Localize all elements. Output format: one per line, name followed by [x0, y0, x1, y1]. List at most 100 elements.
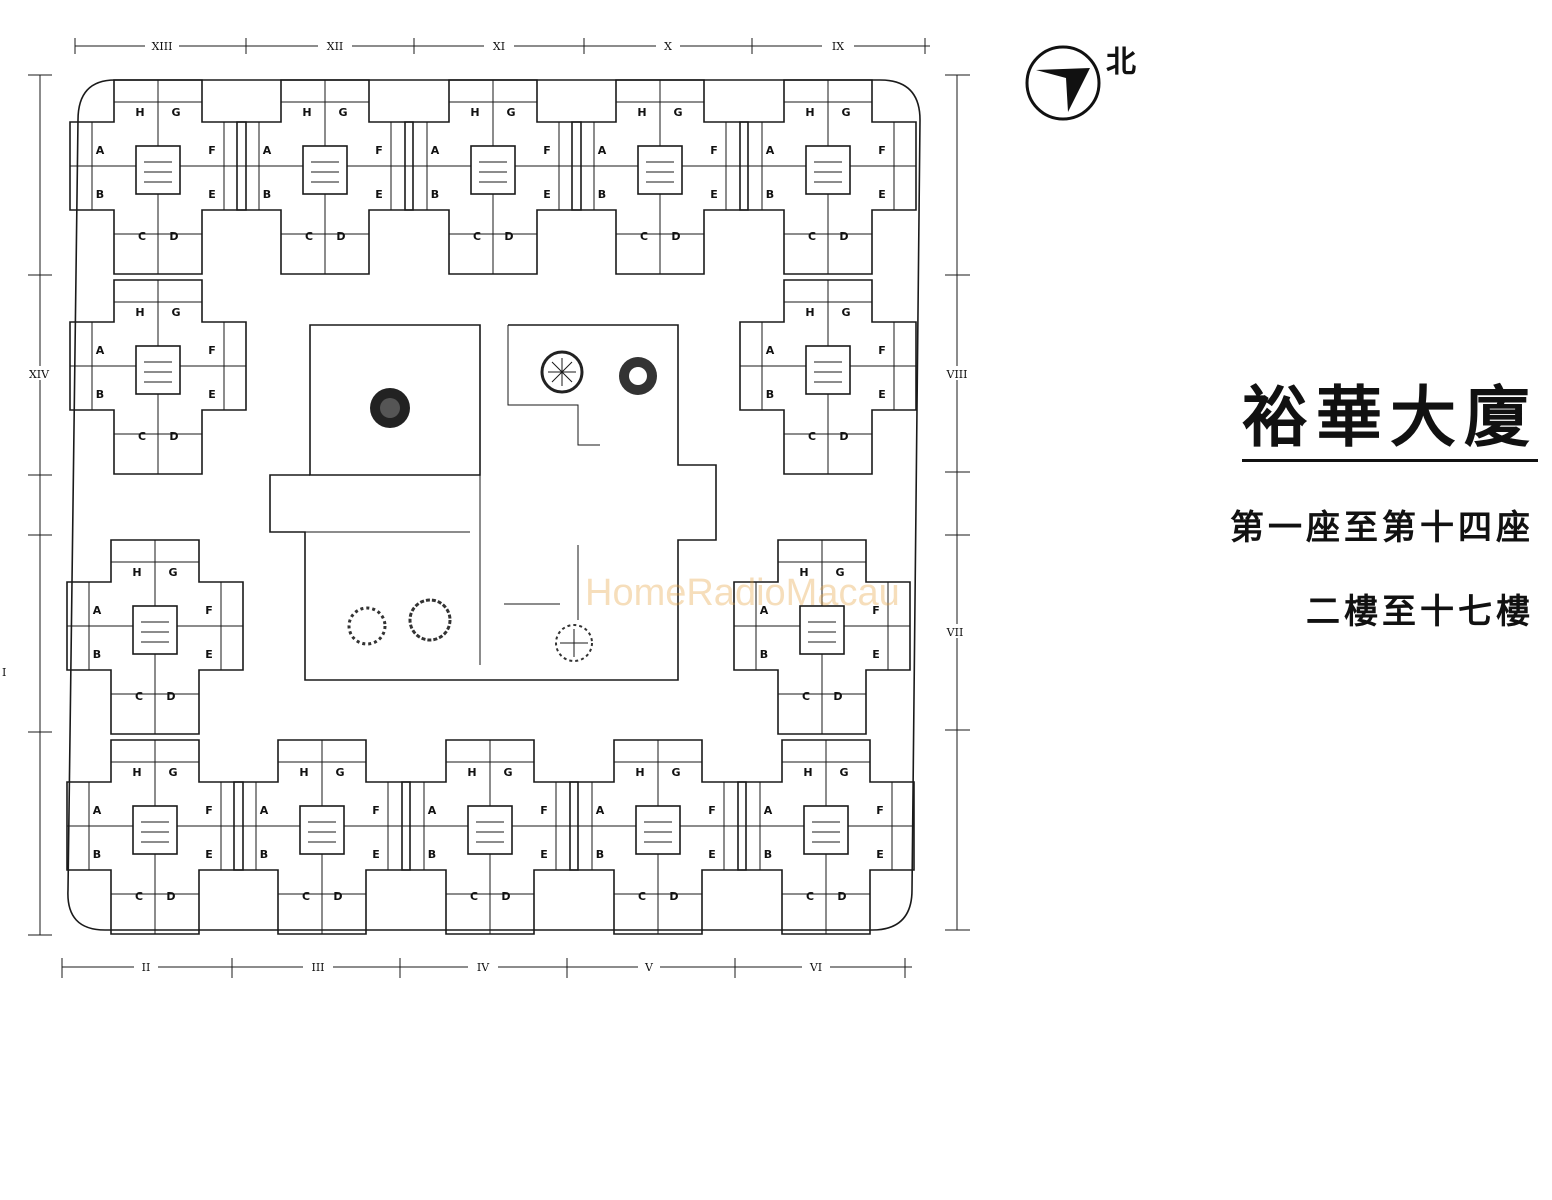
tree-icon — [347, 606, 387, 646]
unit-letter: F — [208, 344, 216, 357]
unit-letter: H — [637, 106, 646, 119]
unit-letter: B — [93, 648, 101, 661]
unit-letter: A — [93, 804, 102, 817]
unit-letter: H — [470, 106, 479, 119]
unit-letter: F — [878, 344, 886, 357]
unit-letter: F — [208, 144, 216, 157]
unit-letter: D — [166, 890, 175, 903]
unit-letter: C — [302, 890, 310, 903]
block-label-left: XIV — [29, 368, 50, 381]
unit-letter: A — [260, 804, 269, 817]
unit-letter: E — [372, 848, 380, 861]
unit-letter: B — [598, 188, 606, 201]
unit-letter: A — [766, 344, 775, 357]
edge-mark: I — [2, 666, 6, 679]
unit-letter: C — [135, 690, 143, 703]
unit-letter: B — [596, 848, 604, 861]
unit-letter: B — [760, 648, 768, 661]
tree-icon — [408, 598, 452, 642]
unit-letter: E — [208, 188, 216, 201]
block-label-right-0: VIII — [946, 368, 968, 381]
unit-letter: C — [808, 430, 816, 443]
unit-letter: B — [766, 188, 774, 201]
block-label-bottom-4: VI — [809, 961, 822, 974]
unit-letter: D — [833, 690, 842, 703]
unit-letter: G — [171, 306, 180, 319]
unit-letter: C — [470, 890, 478, 903]
unit-letter: H — [299, 766, 308, 779]
unit-letter: C — [135, 890, 143, 903]
unit-letter: B — [263, 188, 271, 201]
unit-letter: G — [338, 106, 347, 119]
north-arrow-icon: 北 — [1025, 45, 1136, 121]
unit-letter: D — [837, 890, 846, 903]
subtitle-floors: 二樓至十七樓 — [1306, 592, 1534, 632]
unit-letter: B — [428, 848, 436, 861]
page-title: 裕華大廈 — [1242, 378, 1538, 463]
unit-letter: H — [467, 766, 476, 779]
unit-letter: G — [168, 766, 177, 779]
block-label-bottom-2: IV — [477, 961, 490, 974]
dimension-line-bottom: II III IV V VI — [61, 958, 912, 978]
unit-letter: H — [635, 766, 644, 779]
unit-letter: G — [841, 106, 850, 119]
unit-letter: C — [305, 230, 313, 243]
unit-letter: C — [802, 690, 810, 703]
unit-letter: E — [708, 848, 716, 861]
unit-letter: H — [805, 306, 814, 319]
unit-letter: A — [596, 804, 605, 817]
unit-letter: F — [372, 804, 380, 817]
unit-letter: G — [503, 766, 512, 779]
unit-letter: C — [638, 890, 646, 903]
dimension-line-left: XIV I — [2, 74, 56, 936]
tree-icon — [370, 388, 410, 428]
unit-letter: A — [96, 344, 105, 357]
unit-letter: D — [839, 230, 848, 243]
unit-letter: D — [333, 890, 342, 903]
dimension-line-right: VIII VII — [940, 74, 974, 931]
unit-letter: F — [375, 144, 383, 157]
unit-letter: G — [841, 306, 850, 319]
unit-letter: D — [336, 230, 345, 243]
unit-letter: D — [669, 890, 678, 903]
unit-letter: E — [205, 648, 213, 661]
unit-letter: G — [335, 766, 344, 779]
unit-letter: E — [540, 848, 548, 861]
unit-letter: F — [540, 804, 548, 817]
block-label-top-3: X — [664, 40, 672, 53]
tree-icon — [540, 350, 584, 394]
unit-letter: B — [93, 848, 101, 861]
unit-letter: C — [138, 430, 146, 443]
unit-letter: G — [506, 106, 515, 119]
unit-letter: D — [166, 690, 175, 703]
unit-letter: B — [96, 188, 104, 201]
unit-letter: F — [872, 604, 880, 617]
unit-letter: G — [171, 106, 180, 119]
unit-letter: F — [205, 604, 213, 617]
unit-letter: G — [673, 106, 682, 119]
site-boundary — [67, 79, 921, 931]
north-label: 北 — [1106, 45, 1136, 80]
unit-letter: E — [710, 188, 718, 201]
unit-letter: D — [501, 890, 510, 903]
unit-letter: H — [135, 106, 144, 119]
subtitle-blocks: 第一座至第十四座 — [1230, 508, 1534, 548]
unit-letter: E — [876, 848, 884, 861]
unit-letter: H — [132, 766, 141, 779]
unit-letter: D — [504, 230, 513, 243]
unit-letter: G — [839, 766, 848, 779]
unit-letter: H — [803, 766, 812, 779]
unit-letter: A — [93, 604, 102, 617]
unit-letter: D — [671, 230, 680, 243]
